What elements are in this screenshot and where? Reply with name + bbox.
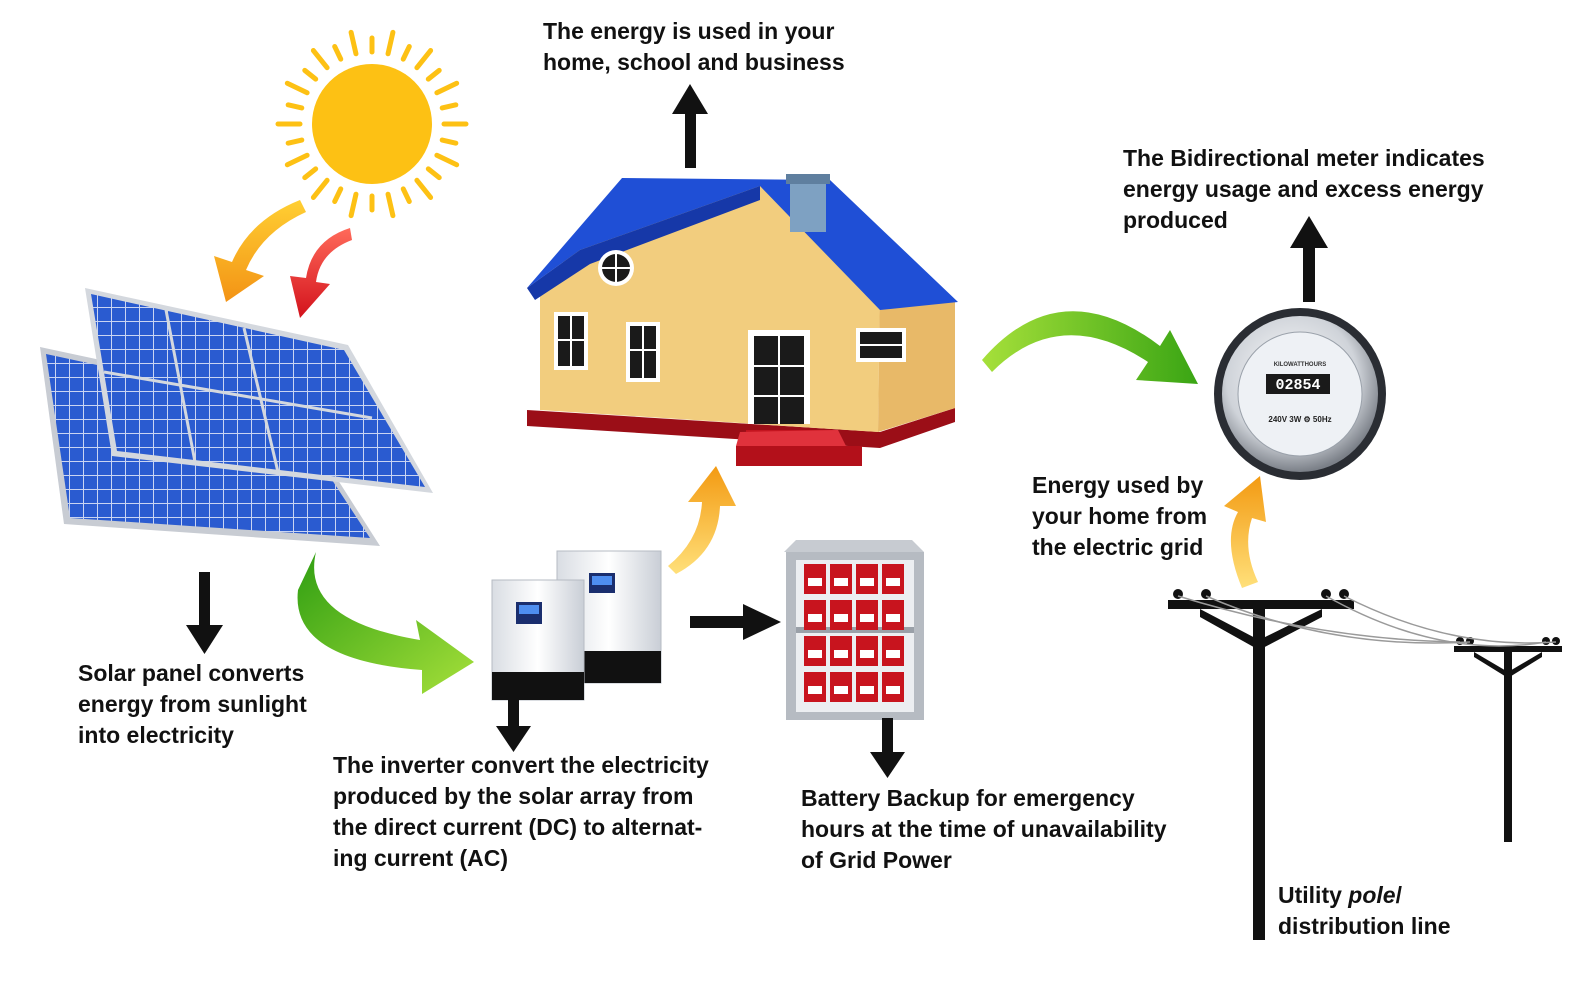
battery-cell-label <box>808 578 822 586</box>
sun-ray <box>385 29 396 57</box>
sun-ray <box>310 48 330 71</box>
pole-line-1-italic: pole <box>1348 882 1396 908</box>
sun-ray <box>348 191 359 219</box>
solar-line-3: into electricity <box>78 722 234 748</box>
solar-line-2: energy from sunlight <box>78 691 307 717</box>
pole-line-2: distribution line <box>1278 913 1451 939</box>
panel-to-inverter-arrow <box>297 552 474 694</box>
battery-cell-label <box>834 686 848 694</box>
inverter-line-3: the direct current (DC) to alternat- <box>333 814 703 840</box>
sun-ray <box>284 80 310 96</box>
battery-cell-label <box>860 686 874 694</box>
battery-line-3: of Grid Power <box>801 847 952 873</box>
sun-ray <box>425 166 442 181</box>
inverter-down-arrow <box>496 696 531 752</box>
pole-line-1-prefix: Utility <box>1278 882 1349 908</box>
pole-line-1-suffix: / <box>1395 882 1402 908</box>
sun-ray <box>439 102 459 111</box>
sun-ray <box>425 67 442 82</box>
battery-cell-label <box>808 650 822 658</box>
sun-ray <box>348 29 359 57</box>
house-to-meter-arrow <box>982 311 1198 384</box>
battery-cell-label <box>834 650 848 658</box>
battery-icon <box>784 540 924 720</box>
battery-cell-label <box>834 614 848 622</box>
sun-ray <box>332 44 344 62</box>
energy-use-line-1: The energy is used in your <box>543 18 835 44</box>
battery-cell-label <box>834 578 848 586</box>
sun-ray <box>302 67 319 82</box>
inverter-icon <box>491 550 662 701</box>
grid-use-line-2: your home from <box>1032 503 1208 529</box>
panel-down-arrow <box>186 572 223 654</box>
sun-ray <box>285 137 305 146</box>
solar-panel-icon <box>40 288 433 546</box>
meter-line-2: energy usage and excess energy <box>1123 176 1484 202</box>
battery-cell-label <box>860 650 874 658</box>
utility-pole-label: Utility pole/ distribution line <box>1278 880 1451 942</box>
sun-ray <box>434 80 460 96</box>
sun-to-panel-arrow-red <box>290 228 352 318</box>
sun-ray <box>400 186 412 204</box>
sun-ray <box>285 102 305 111</box>
sun-ray <box>332 186 344 204</box>
sun-ray <box>414 48 434 71</box>
battery-down-arrow <box>870 718 905 778</box>
battery-cell-label <box>860 614 874 622</box>
sun-ray <box>310 177 330 200</box>
meter-icon: KILOWATTHOURS 02854 240V 3W ⚙ 50Hz <box>1214 308 1386 480</box>
inverter-line-2: produced by the solar array from <box>333 783 694 809</box>
battery-cell-label <box>886 686 900 694</box>
battery-label: Battery Backup for emergency hours at th… <box>801 783 1167 876</box>
meter-spec: 240V 3W ⚙ 50Hz <box>1268 415 1331 424</box>
battery-cell-label <box>886 578 900 586</box>
sun-to-panel-arrow-orange <box>214 200 306 302</box>
sun-icon <box>275 29 469 219</box>
house-up-arrow <box>672 84 708 168</box>
utility-pole-icon <box>1168 589 1562 940</box>
sun-ray <box>302 166 319 181</box>
meter-line-3: produced <box>1123 207 1228 233</box>
grid-use-line-3: the electric grid <box>1032 534 1204 560</box>
solar-panel-label: Solar panel converts energy from sunligh… <box>78 658 307 751</box>
meter-header: KILOWATTHOURS <box>1274 362 1327 368</box>
sun-ray <box>400 44 412 62</box>
meter-reading: 02854 <box>1275 377 1320 394</box>
bidirectional-meter-label: The Bidirectional meter indicates energy… <box>1123 143 1485 236</box>
battery-cell-label <box>808 614 822 622</box>
sun-ray <box>385 191 396 219</box>
sun-ray <box>284 152 310 168</box>
inverter-to-battery-arrow <box>690 604 781 640</box>
battery-cell-label <box>886 650 900 658</box>
battery-line-2: hours at the time of unavailability <box>801 816 1167 842</box>
grid-to-meter-arrow <box>1224 476 1266 588</box>
inverter-line-1: The inverter convert the electricity <box>333 752 709 778</box>
inverter-label: The inverter convert the electricity pro… <box>333 750 709 874</box>
inverter-line-4: ing current (AC) <box>333 845 509 871</box>
meter-up-arrow <box>1290 216 1328 302</box>
battery-cell-label <box>860 578 874 586</box>
pole-line-1: Utility pole/ <box>1278 880 1451 911</box>
house-icon <box>527 174 958 466</box>
grid-use-line-1: Energy used by <box>1032 472 1204 498</box>
meter-line-1: The Bidirectional meter indicates <box>1123 145 1485 171</box>
sun-ray <box>414 177 434 200</box>
battery-cell-label <box>886 614 900 622</box>
energy-use-label: The energy is used in your home, school … <box>543 16 845 78</box>
grid-energy-label: Energy used by your home from the electr… <box>1032 470 1207 563</box>
inverter-to-house-arrow <box>668 466 736 574</box>
energy-use-line-2: home, school and business <box>543 49 845 75</box>
solar-line-1: Solar panel converts <box>78 660 305 686</box>
battery-line-1: Battery Backup for emergency <box>801 785 1135 811</box>
sun-ray <box>439 137 459 146</box>
sun-ray <box>434 152 460 168</box>
battery-cell-label <box>808 686 822 694</box>
